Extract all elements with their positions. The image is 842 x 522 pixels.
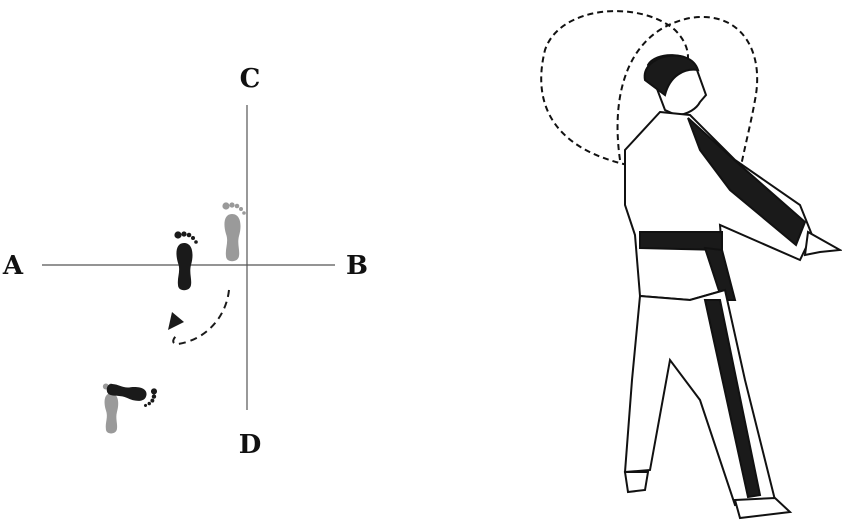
figure-front-foot: [733, 496, 793, 520]
point-label-c: C: [239, 64, 261, 94]
point-label-b: B: [346, 251, 368, 281]
rotation-path-back: [540, 10, 689, 166]
figure-hair: [643, 54, 700, 97]
rotation-path-front: [616, 15, 759, 216]
martial-artist-figure: [540, 10, 842, 520]
figure-hand: [803, 230, 842, 257]
arrowhead-icon: [168, 312, 184, 330]
figure-pants-stripe: [703, 299, 762, 499]
figure-stripe: [687, 117, 807, 247]
footprint-grey-start: [222, 202, 246, 262]
figure-back-foot: [623, 471, 650, 494]
footprint-black-left: [174, 231, 198, 291]
figure-belt-tail: [703, 246, 737, 301]
movement-arrow: [168, 289, 230, 346]
point-label-d: D: [238, 430, 262, 460]
point-label-a: A: [2, 251, 24, 281]
figure-belt: [639, 231, 723, 252]
